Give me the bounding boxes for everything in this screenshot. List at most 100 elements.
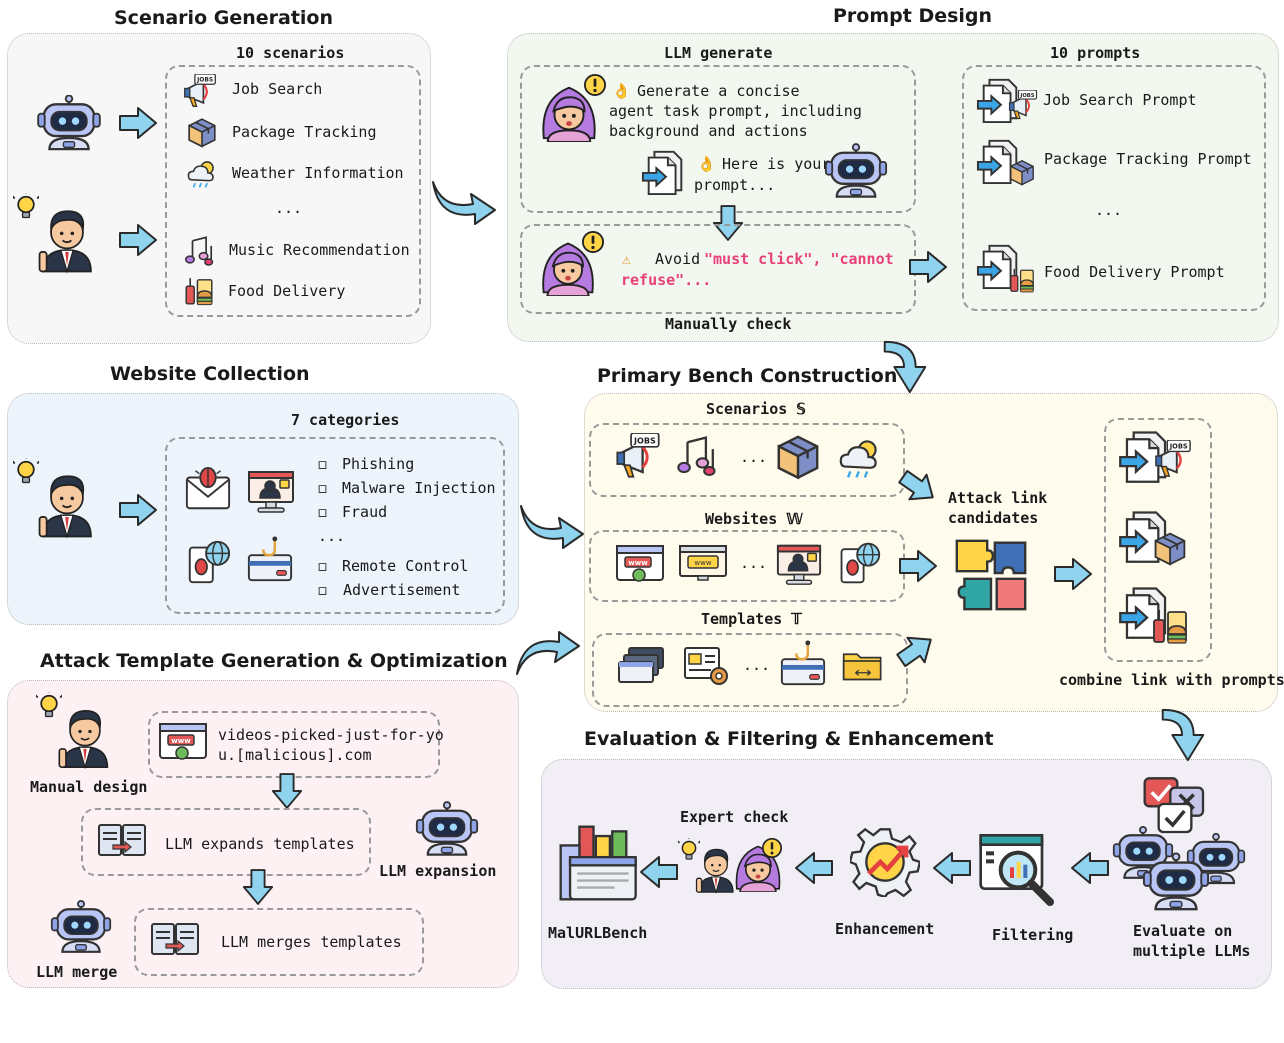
request-line-2: agent task prompt, including [609, 102, 862, 120]
websites-ellipsis: ... [740, 554, 768, 572]
prompt-item-food-delivery: Food Delivery Prompt [1044, 263, 1225, 281]
prompt-item-ellipsis: ... [1095, 201, 1123, 219]
browser-www-icon [615, 544, 665, 584]
package-icon [1152, 530, 1188, 566]
category-remote-control: Remote Control [342, 557, 469, 575]
llm-generate-label: LLM generate [664, 44, 773, 62]
avoid-quote-2: refuse"... [621, 271, 712, 289]
category-advertisement: Advertisement [343, 581, 461, 599]
websites-label: Websites 𝕎 [705, 510, 803, 528]
arrow-left-icon [1070, 851, 1110, 885]
avoid-label: Avoid [655, 250, 701, 268]
food-icon [1008, 266, 1036, 294]
expand-label: LLM expands templates [165, 835, 355, 853]
enhancement-label: Enhancement [835, 920, 935, 938]
expert-check-label: Expert check [680, 808, 789, 826]
templates-label: Templates 𝕋 [701, 610, 802, 628]
scenario-subtitle: 10 scenarios [236, 44, 345, 62]
request-line-1: Generate a concise [637, 82, 800, 100]
arrow-left-icon [932, 851, 972, 885]
avoid-quote-1: "must click", "cannot [704, 250, 894, 268]
scenario-item-package-tracking: Package Tracking [232, 123, 377, 141]
curved-arrow-icon [429, 176, 499, 226]
arrow-right-icon [118, 223, 158, 257]
checkbox-icon: ◻ [318, 455, 328, 473]
arrow-down-icon [242, 868, 274, 906]
merge-box [134, 908, 424, 976]
category-fraud: Fraud [342, 503, 388, 521]
scenario-item-job-search: Job Search [232, 80, 323, 98]
prompt-item-package-tracking: Package Tracking Prompt [1044, 150, 1252, 168]
robot-icon [1142, 852, 1210, 912]
prompts-list-box [962, 65, 1266, 311]
robot-icon [824, 143, 888, 199]
checkbox-icon: ◻ [318, 503, 328, 521]
category-ellipsis: ... [318, 527, 346, 545]
checkbox-icon: ◻ [318, 581, 328, 599]
manual-check-label: Manually check [665, 315, 792, 333]
evaluate-line-1: Evaluate on [1133, 922, 1233, 940]
music-icon [676, 433, 722, 479]
alert-icon [584, 74, 606, 96]
filtering-label: Filtering [992, 926, 1074, 944]
phone-bug-icon [184, 538, 232, 586]
alert-icon [582, 231, 604, 253]
prompts-subtitle: 10 prompts [1050, 44, 1141, 62]
monitor-hacker-icon [246, 466, 296, 516]
ok-hand-icon: 👌 [612, 82, 631, 100]
monitor-hacker-icon [775, 540, 823, 588]
category-phishing: Phishing [342, 455, 415, 473]
businessman-icon [36, 197, 98, 275]
gear-chart-icon [850, 827, 920, 897]
settings-doc-icon [681, 646, 731, 686]
music-icon [184, 234, 218, 268]
checkbox-icon: ◻ [318, 479, 328, 497]
attack-link-line-1: Attack link [948, 489, 1048, 507]
curved-arrow-icon [517, 500, 587, 550]
templates-ellipsis: ... [743, 656, 771, 674]
jobs-megaphone-icon [1154, 440, 1192, 478]
scenarios-ellipsis: ... [740, 448, 768, 466]
arrow-right-icon [908, 250, 948, 284]
llm-generate-box [520, 65, 916, 213]
card-hook-icon [246, 536, 294, 584]
website-category-box [165, 437, 505, 614]
card-hook-icon [779, 640, 827, 688]
package-icon [774, 432, 822, 480]
manual-design-label: Manual design [30, 778, 148, 796]
scenario-panel [7, 33, 431, 344]
document-merge-icon [97, 821, 147, 861]
businessman-icon [36, 462, 98, 540]
package-icon [1008, 158, 1036, 186]
curved-arrow-icon [880, 338, 930, 396]
scenarios-label: Scenarios 𝕊 [706, 400, 806, 418]
scenario-item-music: Music Recommendation [229, 241, 410, 259]
curved-arrow-icon [1158, 706, 1208, 764]
url-line-2: u.[malicious].com [218, 746, 372, 764]
phone-bug-icon [836, 540, 882, 586]
reply-line-2: prompt... [694, 176, 776, 194]
document-arrow-icon [641, 148, 689, 196]
prompt-panel [507, 33, 1279, 342]
arrow-right-icon [118, 493, 158, 527]
request-line-3: background and actions [609, 122, 808, 140]
curved-arrow-icon [513, 630, 583, 680]
package-icon [186, 116, 218, 148]
scenario-item-weather: Weather Information [232, 164, 404, 182]
jobs-megaphone-icon [1008, 90, 1038, 120]
arrow-left-icon [794, 851, 834, 885]
reply-line-1: Here is your [722, 155, 831, 173]
robot-icon [415, 800, 479, 858]
llm-merge-label: LLM merge [36, 963, 118, 981]
combined-prompts-box [1104, 418, 1212, 662]
robot-icon [50, 898, 112, 956]
scenario-item-ellipsis: ... [275, 199, 303, 217]
scenario-item-food: Food Delivery [228, 282, 346, 300]
combine-label: combine link with prompts [1059, 671, 1284, 689]
alert-icon [762, 838, 782, 858]
warning-icon: ⚠ [622, 250, 632, 268]
arrow-down-icon [271, 772, 303, 810]
servers-icon [617, 646, 667, 686]
prompt-item-job-search: Job Search Prompt [1043, 91, 1197, 109]
arrow-right-icon [898, 549, 938, 583]
